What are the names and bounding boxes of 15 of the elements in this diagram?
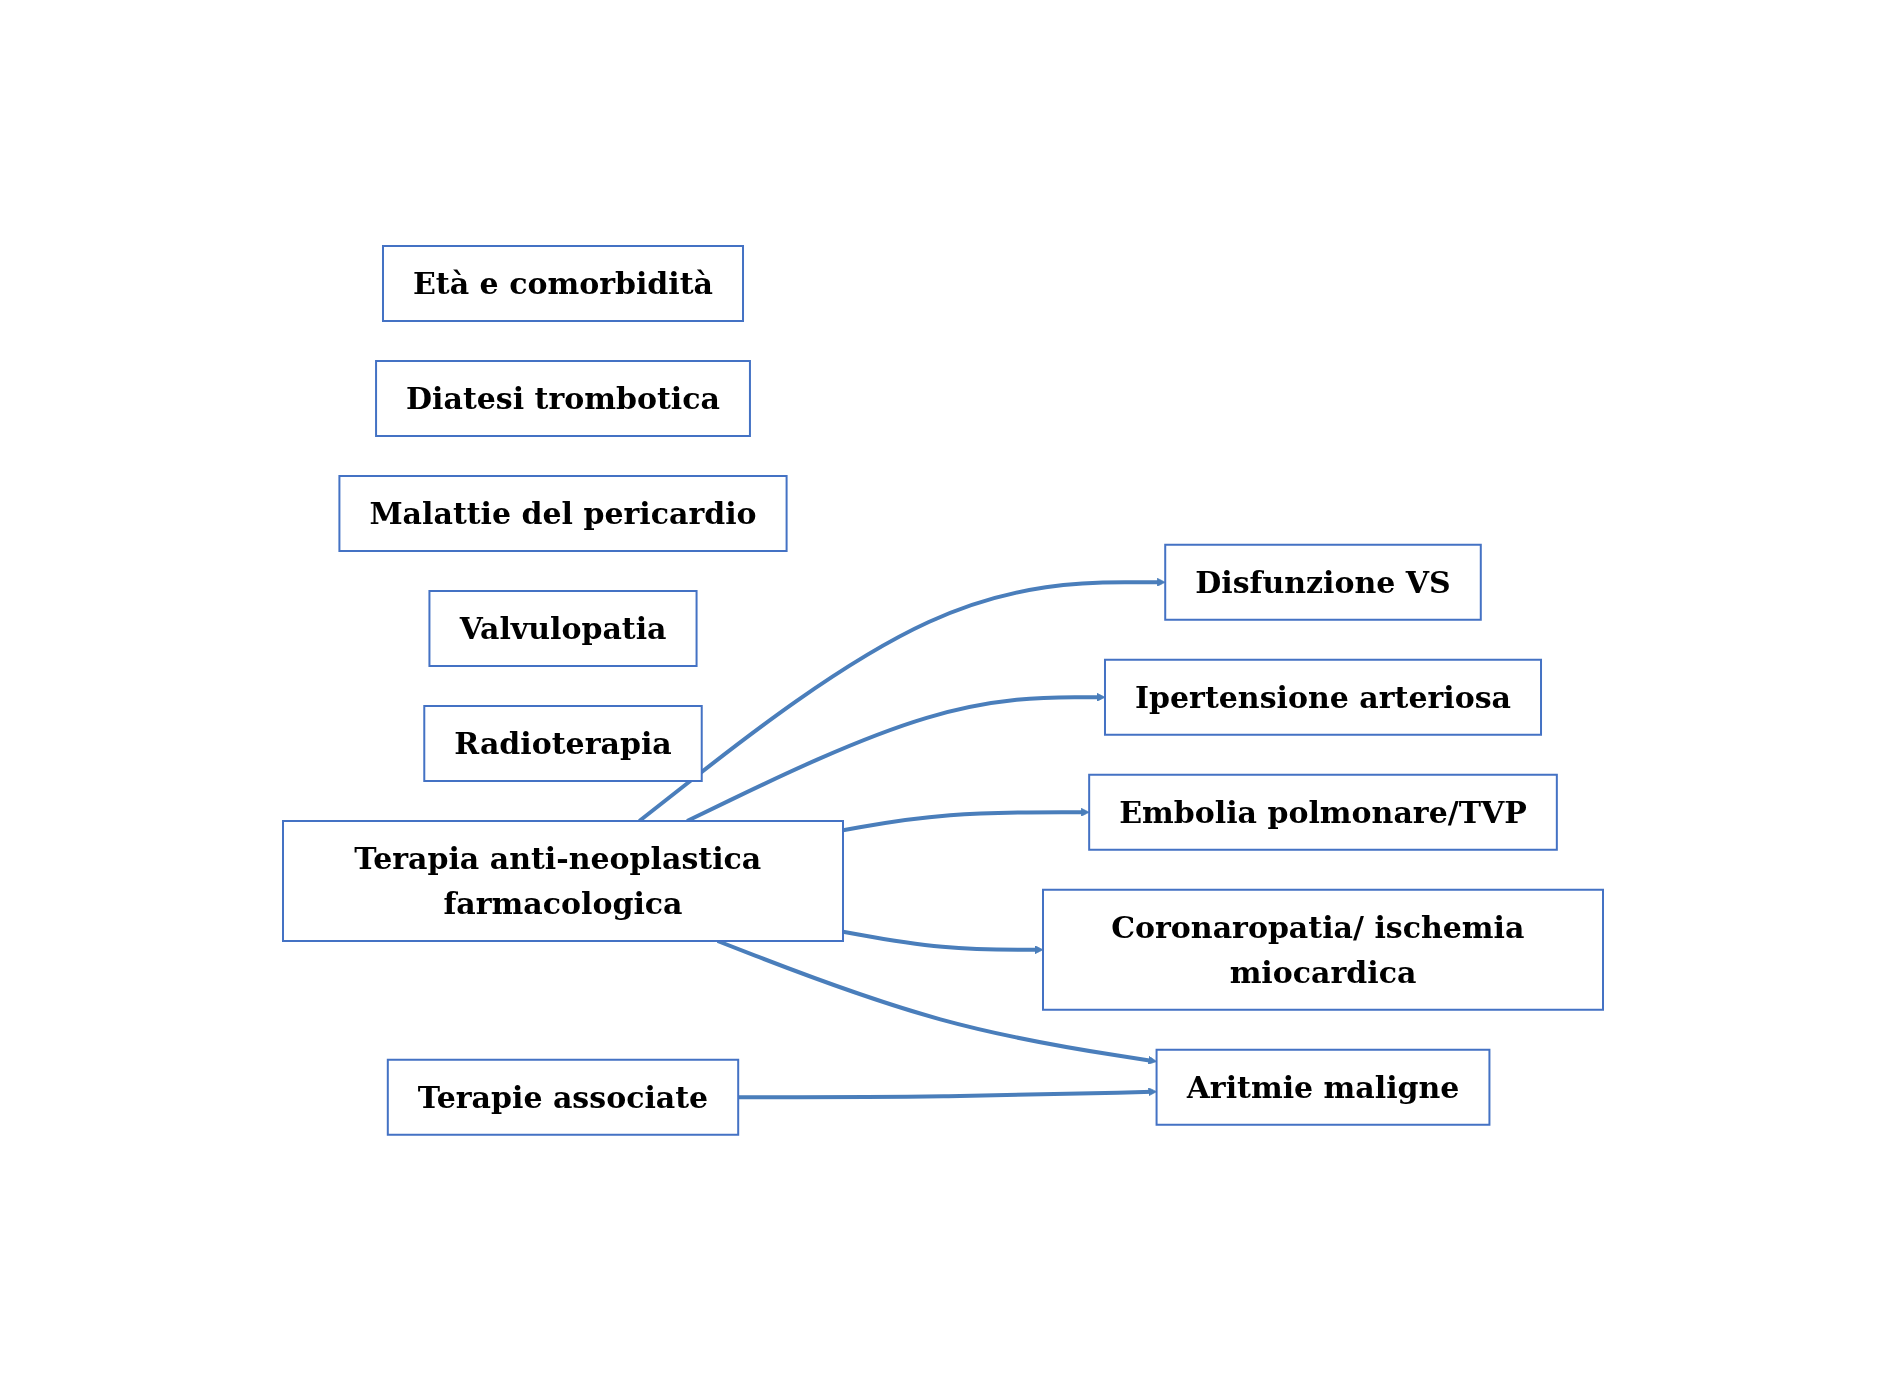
node-box: Aritmie maligne — [1155, 1048, 1490, 1126]
node-box: Radioterapia — [422, 705, 703, 783]
node-box: Terapia anti-neoplastica farmacologica — [281, 820, 844, 943]
arrow — [737, 1087, 1157, 1100]
node-box: Disfunzione VS — [1163, 543, 1482, 621]
node-box: Valvulopatia — [427, 590, 698, 668]
node-box: Malattie del pericardio — [337, 475, 788, 553]
arrow — [685, 693, 1105, 823]
node-box: Ipertensione arteriosa — [1103, 658, 1542, 736]
arrow — [842, 929, 1043, 955]
node-box: Coronaropatia/ ischemia miocardica — [1041, 888, 1604, 1011]
node-box: Terapie associate — [386, 1058, 739, 1136]
node-box: Età e comorbidità — [381, 245, 744, 323]
node-box: Embolia polmonare/TVP — [1087, 773, 1558, 851]
node-box: Diatesi trombotica — [374, 360, 751, 438]
